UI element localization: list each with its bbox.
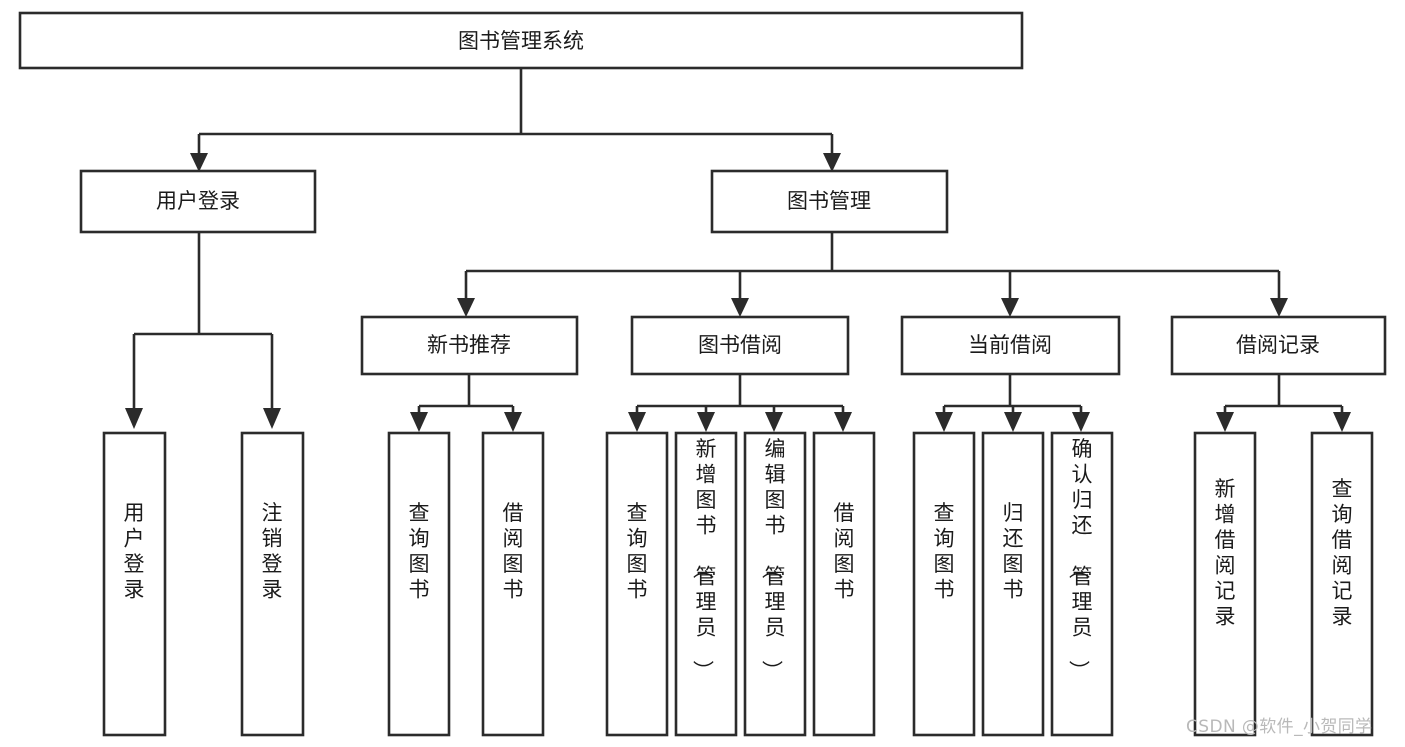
node-leaf-add-record-box[interactable] bbox=[1193, 431, 1257, 737]
node-leaf-query-book-2-label: 查询图书 bbox=[627, 501, 648, 602]
node-leaf-logout-box[interactable] bbox=[240, 431, 305, 737]
node-new-book-rec-box[interactable] bbox=[360, 315, 579, 376]
arrow-head-leaf-borrow-book-2 bbox=[834, 412, 852, 432]
node-book-manage-label: 图书管理 bbox=[787, 189, 871, 213]
node-book-borrow-label: 图书借阅 bbox=[698, 333, 782, 357]
arrow-head-current-borrow bbox=[1001, 298, 1019, 317]
node-leaf-return-book[interactable]: 归还图书 bbox=[981, 431, 1045, 737]
node-leaf-edit-book-label: 编辑图书（管理员） bbox=[760, 437, 786, 681]
node-leaf-query-book-3-label: 查询图书 bbox=[934, 501, 955, 602]
arrow-head-leaf-return-book bbox=[1004, 412, 1022, 432]
node-current-borrow-label: 当前借阅 bbox=[968, 333, 1052, 357]
node-leaf-query-book-2[interactable]: 查询图书 bbox=[605, 431, 669, 737]
node-leaf-add-record-label: 新增借阅记录 bbox=[1215, 477, 1236, 629]
node-leaf-borrow-book-1-box[interactable] bbox=[481, 431, 545, 737]
node-new-book-rec[interactable]: 新书推荐 bbox=[360, 315, 579, 376]
node-book-manage[interactable]: 图书管理 bbox=[710, 169, 949, 234]
node-new-book-rec-label: 新书推荐 bbox=[427, 333, 511, 357]
node-leaf-borrow-book-2-label: 借阅图书 bbox=[834, 501, 855, 602]
node-user-login-label: 用户登录 bbox=[156, 189, 240, 213]
node-leaf-user-login-box[interactable] bbox=[102, 431, 167, 737]
node-leaf-borrow-book-1-label: 借阅图书 bbox=[503, 501, 524, 602]
node-book-borrow-box[interactable] bbox=[630, 315, 850, 376]
arrow-head-leaf-add-record bbox=[1216, 412, 1234, 432]
node-borrow-record-box[interactable] bbox=[1170, 315, 1387, 376]
arrow-head-leaf-logout bbox=[263, 408, 281, 429]
arrow-head-leaf-query-book-1 bbox=[410, 412, 428, 432]
arrow-head-leaf-add-book bbox=[697, 412, 715, 432]
arrow-head-borrow-record bbox=[1270, 298, 1288, 317]
arrow-head-leaf-user-login bbox=[125, 408, 143, 429]
node-leaf-user-login[interactable]: 用户登录 bbox=[102, 431, 167, 737]
node-leaf-edit-book[interactable]: 编辑图书（管理员） bbox=[743, 431, 807, 737]
node-leaf-return-book-label: 归还图书 bbox=[1003, 501, 1024, 602]
node-user-login-box[interactable] bbox=[79, 169, 317, 234]
node-leaf-query-book-3-box[interactable] bbox=[912, 431, 976, 737]
node-leaf-query-book-1[interactable]: 查询图书 bbox=[387, 431, 451, 737]
edge-group-current-borrow bbox=[935, 374, 1090, 432]
edge-group-root bbox=[190, 68, 841, 172]
node-leaf-confirm-return-box[interactable] bbox=[1050, 431, 1114, 737]
edge-group-book-borrow bbox=[628, 374, 852, 432]
node-leaf-edit-book-box[interactable] bbox=[743, 431, 807, 737]
node-root-label: 图书管理系统 bbox=[458, 29, 584, 53]
node-borrow-record[interactable]: 借阅记录 bbox=[1170, 315, 1387, 376]
node-leaf-return-book-box[interactable] bbox=[981, 431, 1045, 737]
node-leaf-query-record-label: 查询借阅记录 bbox=[1332, 477, 1353, 629]
node-borrow-record-label: 借阅记录 bbox=[1236, 333, 1320, 357]
node-leaf-query-book-1-label: 查询图书 bbox=[409, 501, 430, 602]
node-root-box[interactable] bbox=[18, 11, 1024, 70]
node-root[interactable]: 图书管理系统 bbox=[18, 11, 1024, 70]
node-current-borrow[interactable]: 当前借阅 bbox=[900, 315, 1121, 376]
edge-group-new-book-rec bbox=[410, 374, 522, 432]
node-leaf-logout[interactable]: 注销登录 bbox=[240, 431, 305, 737]
node-leaf-borrow-book-1[interactable]: 借阅图书 bbox=[481, 431, 545, 737]
node-leaf-logout-label: 注销登录 bbox=[262, 501, 283, 602]
arrow-head-leaf-query-book-2 bbox=[628, 412, 646, 432]
arrow-head-book-borrow bbox=[731, 298, 749, 317]
node-leaf-query-record-box[interactable] bbox=[1310, 431, 1374, 737]
csdn-watermark: CSDN @软件_小贺同学 bbox=[1186, 717, 1373, 737]
node-leaf-user-login-label: 用户登录 bbox=[124, 501, 145, 602]
arrow-head-leaf-confirm-return bbox=[1072, 412, 1090, 432]
node-leaf-add-book-box[interactable] bbox=[674, 431, 738, 737]
node-leaf-confirm-return-label: 确认归还（管理员） bbox=[1067, 437, 1093, 681]
node-book-borrow[interactable]: 图书借阅 bbox=[630, 315, 850, 376]
arrow-head-new-book-rec bbox=[457, 298, 475, 317]
node-book-manage-box[interactable] bbox=[710, 169, 949, 234]
arrow-head-leaf-query-book-3 bbox=[935, 412, 953, 432]
arrow-head-leaf-query-record bbox=[1333, 412, 1351, 432]
node-current-borrow-box[interactable] bbox=[900, 315, 1121, 376]
arrow-head-book-manage bbox=[823, 153, 841, 172]
node-leaf-query-book-3[interactable]: 查询图书 bbox=[912, 431, 976, 737]
arrow-head-leaf-borrow-book-1 bbox=[504, 412, 522, 432]
edge-group-borrow-record bbox=[1216, 374, 1351, 432]
node-leaf-add-record[interactable]: 新增借阅记录 bbox=[1193, 431, 1257, 737]
node-leaf-borrow-book-2-box[interactable] bbox=[812, 431, 876, 737]
arrow-head-leaf-edit-book bbox=[765, 412, 783, 432]
arrow-head-user-login bbox=[190, 153, 208, 172]
node-leaf-query-record[interactable]: 查询借阅记录 bbox=[1310, 431, 1374, 737]
node-leaf-query-book-2-box[interactable] bbox=[605, 431, 669, 737]
node-leaf-query-book-1-box[interactable] bbox=[387, 431, 451, 737]
node-leaf-confirm-return[interactable]: 确认归还（管理员） bbox=[1050, 431, 1114, 737]
node-leaf-add-book[interactable]: 新增图书（管理员） bbox=[674, 431, 738, 737]
node-leaf-add-book-label: 新增图书（管理员） bbox=[691, 437, 717, 681]
edge-group-user-login bbox=[125, 232, 281, 429]
node-leaf-borrow-book-2[interactable]: 借阅图书 bbox=[812, 431, 876, 737]
edge-group-book-manage bbox=[457, 232, 1288, 317]
node-user-login[interactable]: 用户登录 bbox=[79, 169, 317, 234]
